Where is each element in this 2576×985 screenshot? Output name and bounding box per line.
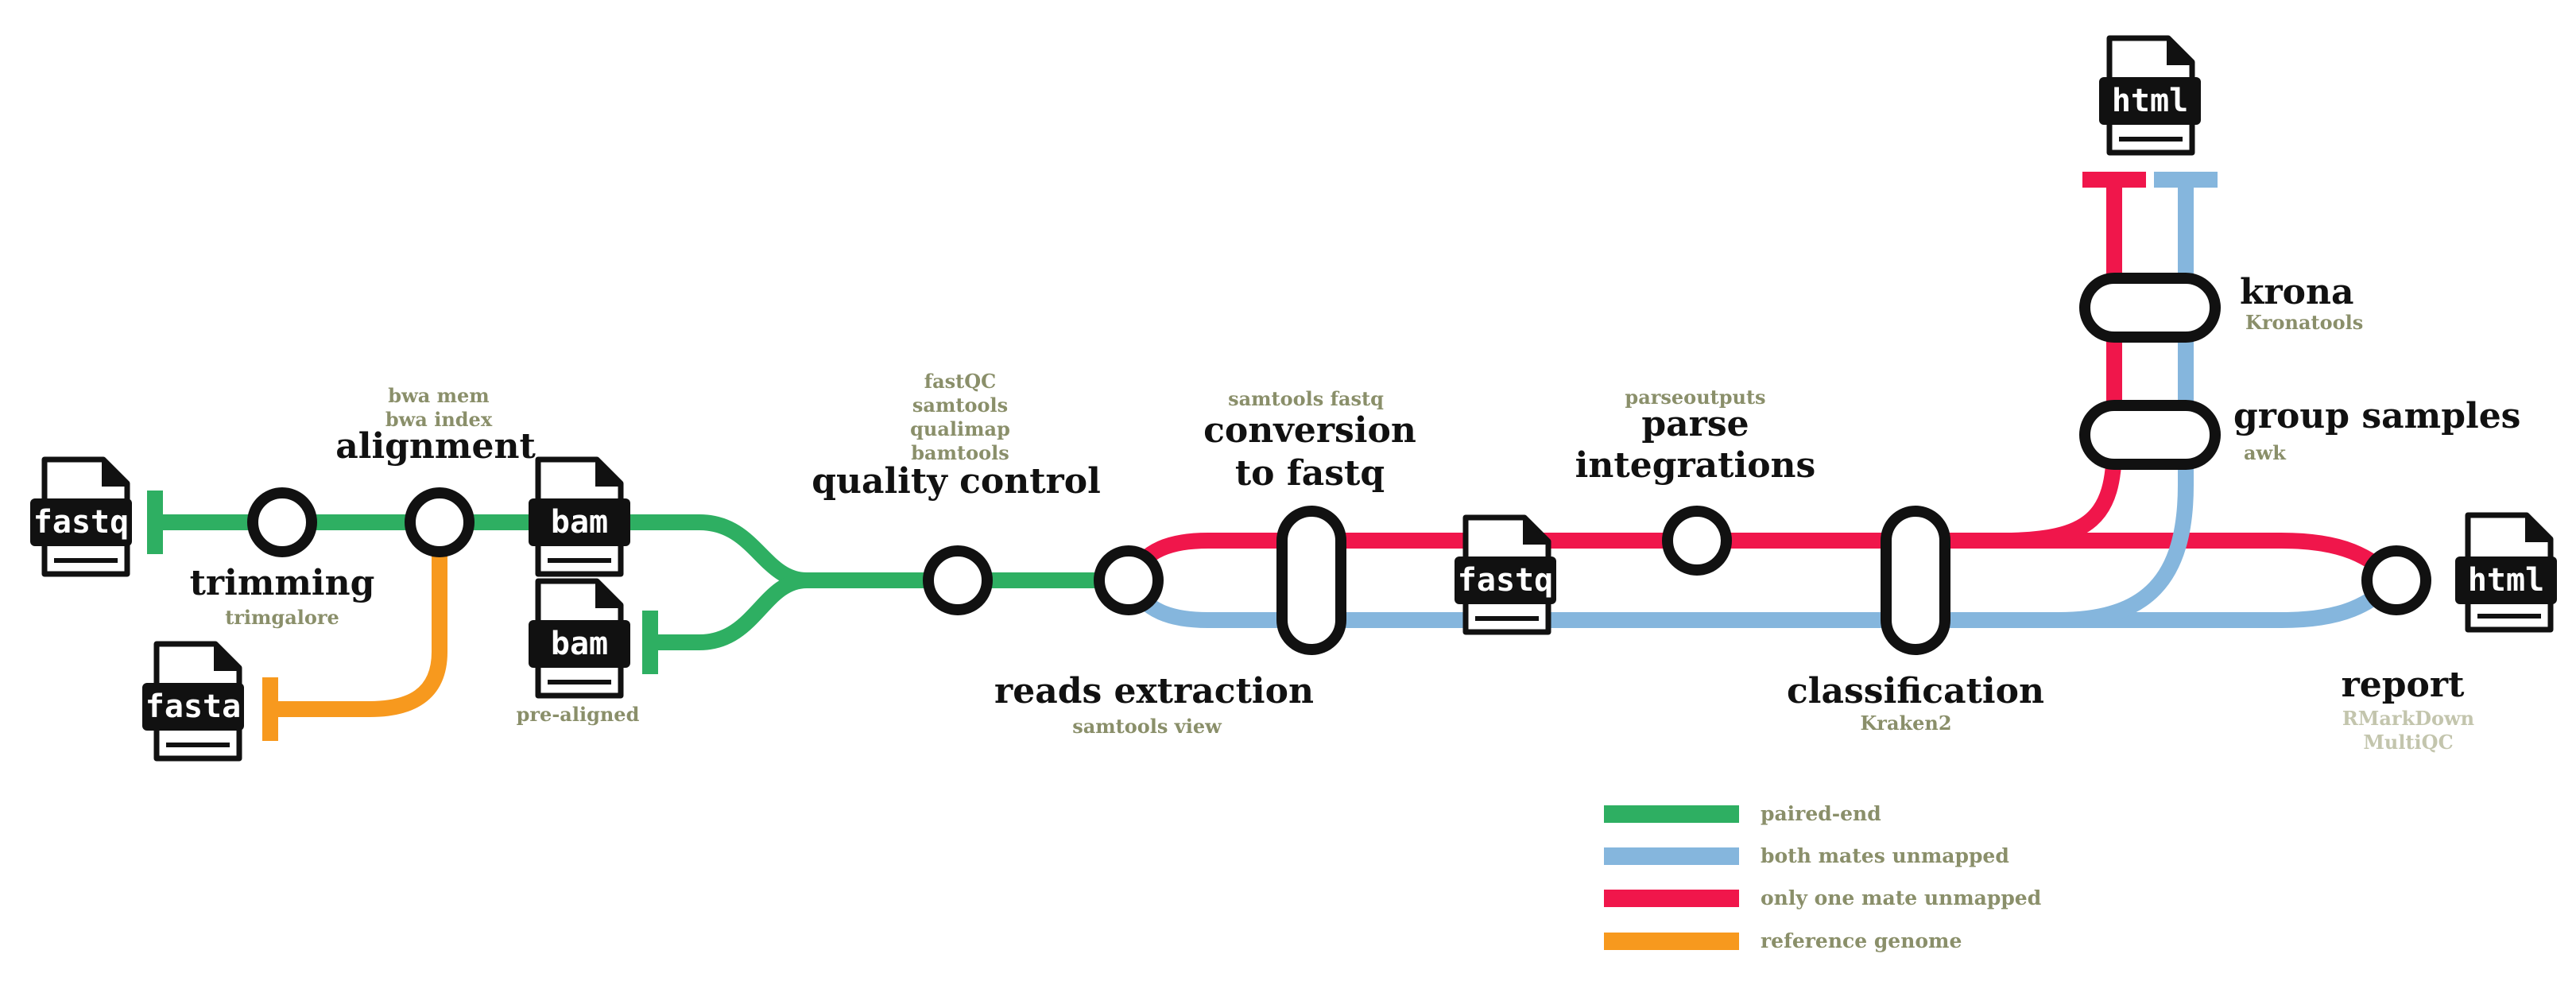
step-tool: bwa mem	[388, 384, 489, 407]
prealigned-label: pre-aligned	[517, 703, 640, 726]
step-tool: samtools	[912, 394, 1008, 417]
legend: paired-end both mates unmapped only one …	[1604, 802, 2041, 952]
file-label: bam	[551, 626, 608, 662]
step-title: alignment	[335, 426, 536, 467]
file-label: fastq	[33, 504, 129, 541]
nodes	[247, 273, 2431, 655]
step-tool: Kraken2	[1860, 712, 1951, 735]
file-label: fastq	[1458, 562, 1553, 599]
step-tool: samtools view	[1072, 715, 1222, 738]
step-title: integrations	[1575, 445, 1816, 486]
step-tool: MultiQC	[2363, 731, 2453, 754]
step-title: report	[2342, 665, 2465, 705]
step-tool: RMarkDown	[2342, 707, 2474, 730]
node-reads-extraction[interactable]	[1094, 545, 1164, 615]
file-label: fasta	[145, 688, 241, 725]
legend-label: paired-end	[1761, 802, 1881, 825]
node-conversion[interactable]	[1276, 506, 1346, 655]
legend-item-one-mate-unmapped: only one mate unmapped	[1604, 886, 2041, 909]
legend-label: only one mate unmapped	[1761, 886, 2041, 909]
file-html-krona: html	[2099, 35, 2201, 156]
track-reference-genome	[270, 522, 447, 717]
file-label: bam	[551, 504, 608, 541]
file-fastq-input: fastq	[30, 456, 132, 577]
track-both-mates-to-krona	[2058, 180, 2194, 628]
label-parse-integrations: parseoutputs parse integrations	[1575, 386, 1816, 486]
step-tool: awk	[2244, 441, 2287, 464]
step-tool: bamtools	[911, 441, 1009, 464]
label-quality-control: fastQC samtools qualimap bamtools qualit…	[812, 370, 1101, 502]
step-title: conversion	[1203, 410, 1416, 451]
file-html-report: html	[2455, 512, 2557, 633]
node-quality-control[interactable]	[923, 545, 993, 615]
file-label: html	[2112, 83, 2188, 119]
file-fasta: fasta	[142, 641, 244, 762]
node-alignment[interactable]	[405, 487, 475, 557]
label-report: report RMarkDown MultiQC	[2342, 665, 2475, 754]
label-trimming: trimming trimgalore	[190, 563, 375, 629]
legend-swatch	[1604, 805, 1739, 823]
step-title: classification	[1787, 671, 2044, 712]
node-krona[interactable]	[2079, 273, 2221, 343]
legend-label: reference genome	[1761, 929, 1962, 952]
label-group-samples: group samples awk	[2233, 396, 2520, 464]
step-tool: bwa index	[385, 408, 493, 431]
label-conversion: samtools fastq conversion to fastq	[1203, 387, 1416, 494]
file-label: html	[2468, 562, 2544, 599]
node-group-samples[interactable]	[2079, 400, 2221, 470]
step-tool: qualimap	[910, 417, 1010, 440]
legend-swatch	[1604, 847, 1739, 865]
step-title: trimming	[190, 563, 375, 603]
file-bam-prealigned: bam	[529, 578, 630, 699]
label-krona: krona Kronatools	[2240, 272, 2363, 334]
node-classification[interactable]	[1881, 506, 1950, 655]
step-title: reads extraction	[994, 671, 1314, 712]
node-trimming[interactable]	[247, 487, 317, 557]
step-tool: samtools fastq	[1228, 387, 1384, 410]
step-tool: fastQC	[924, 370, 996, 393]
file-bam-aligned: bam	[529, 456, 630, 577]
track-one-mate-to-krona	[2002, 180, 2122, 549]
step-tool: trimgalore	[225, 606, 339, 629]
node-report[interactable]	[2361, 545, 2431, 615]
legend-item-reference-genome: reference genome	[1604, 929, 1962, 952]
legend-swatch	[1604, 933, 1739, 950]
legend-item-paired-end: paired-end	[1604, 802, 1881, 825]
node-parse-integrations[interactable]	[1662, 506, 1732, 576]
legend-item-both-mates-unmapped: both mates unmapped	[1604, 844, 2009, 867]
step-title: to fastq	[1235, 453, 1385, 494]
file-fastq-converted: fastq	[1455, 514, 1556, 635]
legend-label: both mates unmapped	[1761, 844, 2009, 867]
label-alignment: bwa mem bwa index alignment	[335, 384, 536, 467]
label-reads-extraction: reads extraction samtools view	[994, 671, 1314, 738]
label-prealigned: pre-aligned	[517, 703, 640, 726]
step-title: group samples	[2233, 396, 2520, 436]
label-classification: classification Kraken2	[1787, 671, 2044, 735]
legend-swatch	[1604, 890, 1739, 907]
step-title: parse	[1641, 404, 1749, 444]
step-tool: parseoutputs	[1625, 386, 1765, 409]
step-tool: Kronatools	[2245, 311, 2363, 334]
step-title: krona	[2240, 272, 2354, 312]
track-paired-end-prealigned	[650, 572, 808, 650]
step-title: quality control	[812, 461, 1101, 502]
